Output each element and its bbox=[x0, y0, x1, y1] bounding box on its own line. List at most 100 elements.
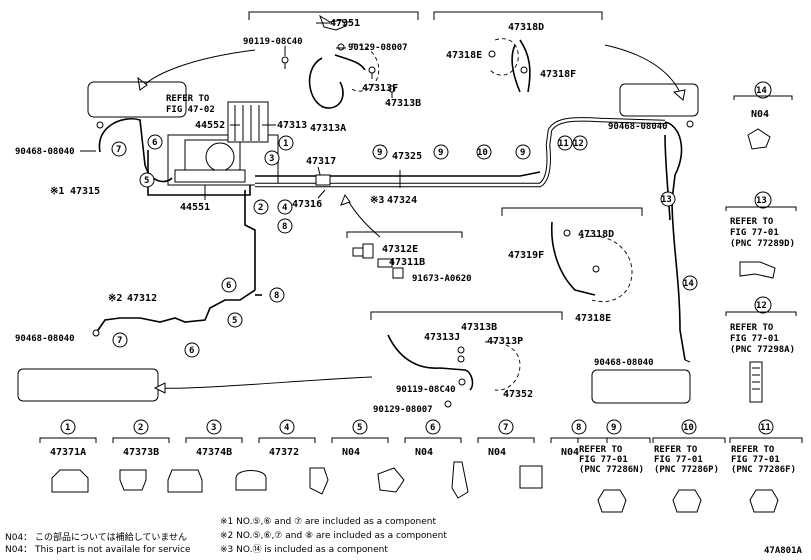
refer-box-top-left bbox=[87, 81, 187, 118]
refer12-line1: REFER TO bbox=[730, 323, 774, 333]
refer-line3: (PNC 77286N) bbox=[579, 465, 644, 475]
svg-text:5: 5 bbox=[144, 176, 149, 186]
label-47315-mark: ※1 bbox=[50, 186, 64, 197]
svg-text:14: 14 bbox=[756, 86, 767, 96]
diagram-code: 47A801A bbox=[764, 546, 803, 556]
label-47312-mark: ※2 bbox=[108, 293, 122, 304]
arrow-bottom-left bbox=[154, 376, 373, 389]
detail-middle-parts bbox=[352, 243, 404, 279]
svg-text:10: 10 bbox=[477, 148, 488, 158]
label-47312: 47312 bbox=[127, 293, 157, 304]
refer13-line2: FIG 77-01 bbox=[730, 228, 779, 238]
part-number: 7 bbox=[503, 423, 508, 433]
label-44552: 44552 bbox=[195, 120, 225, 131]
pipe-47325 bbox=[255, 171, 541, 177]
part-number-circle bbox=[758, 419, 774, 435]
refer-top-line1: REFER TO bbox=[166, 94, 210, 104]
svg-text:13: 13 bbox=[661, 195, 672, 205]
part-number: 5 bbox=[357, 423, 362, 433]
label-90129-08007-top: 90129-08007 bbox=[348, 43, 408, 53]
label-47313b-top: 47313B bbox=[385, 98, 421, 109]
refer-line1: REFER TO bbox=[654, 445, 698, 455]
label-90129-08007-bottom: 90129-08007 bbox=[373, 405, 433, 415]
part-shape bbox=[119, 469, 147, 491]
pipe-47312 bbox=[95, 190, 256, 334]
label-47313f-top: 47313F bbox=[362, 83, 398, 94]
part-number-circle bbox=[498, 419, 514, 435]
footnote-1: ※1 NO.⑤,⑥ and ⑦ are included as a compon… bbox=[220, 517, 436, 527]
refer13-line3: (PNC 77289D) bbox=[730, 239, 795, 249]
pipe-right-vertical bbox=[664, 121, 686, 361]
label-47313j: 47313J bbox=[424, 332, 460, 343]
part-number-circle bbox=[206, 419, 222, 435]
svg-text:2: 2 bbox=[258, 203, 263, 213]
part-shape bbox=[451, 461, 469, 499]
svg-text:12: 12 bbox=[573, 139, 584, 149]
part-number-circle bbox=[571, 419, 587, 435]
arrow-top-left bbox=[139, 49, 256, 91]
refer-line2: FIG 77-01 bbox=[654, 455, 703, 465]
label-47311b: 47311B bbox=[389, 257, 425, 268]
detail-bottom-middle-parts bbox=[387, 334, 521, 408]
svg-text:6: 6 bbox=[152, 138, 157, 148]
part-number: 2 bbox=[138, 423, 143, 433]
detail-top-left-parts bbox=[281, 14, 396, 109]
refer12-line2: FIG 77-01 bbox=[730, 334, 779, 344]
svg-text:7: 7 bbox=[117, 336, 122, 346]
detail-bracket-right bbox=[501, 207, 643, 216]
detail-bracket-middle bbox=[346, 231, 463, 238]
svg-text:1: 1 bbox=[283, 139, 288, 149]
svg-text:6: 6 bbox=[189, 346, 194, 356]
refer-line3: (PNC 77286P) bbox=[654, 465, 719, 475]
part-number-circle bbox=[425, 419, 441, 435]
detail-bracket-bottom-middle bbox=[370, 311, 563, 320]
label-44551: 44551 bbox=[180, 202, 210, 213]
label-47318e-right: 47318E bbox=[575, 313, 611, 324]
footnote-n04-jp: N04： この部品については補給していません bbox=[5, 531, 187, 543]
svg-text:7: 7 bbox=[116, 145, 121, 155]
part-label: 47372 bbox=[269, 447, 299, 458]
part-number-circle bbox=[606, 419, 622, 435]
svg-text:12: 12 bbox=[756, 301, 767, 311]
part-shape bbox=[51, 469, 89, 493]
label-47312e: 47312E bbox=[382, 244, 418, 255]
part-number: 8 bbox=[576, 423, 581, 433]
pipe-loop-lower bbox=[147, 150, 251, 196]
svg-text:8: 8 bbox=[282, 222, 287, 232]
refer-box-top-right bbox=[619, 83, 699, 117]
label-47324-mark: ※3 bbox=[370, 195, 384, 206]
part-label: 47374B bbox=[196, 447, 232, 458]
label-47319f: 47319F bbox=[508, 250, 544, 261]
svg-text:11: 11 bbox=[558, 139, 569, 149]
svg-text:9: 9 bbox=[438, 148, 443, 158]
label-47317: 47317 bbox=[306, 156, 336, 167]
part-label: 47373B bbox=[123, 447, 159, 458]
label-90468-right-top: 90468-08040 bbox=[608, 122, 668, 132]
part-shape bbox=[749, 489, 779, 513]
bottom-part-cell: 2 47373B bbox=[112, 419, 170, 491]
label-47316: 47316 bbox=[292, 199, 322, 210]
label-47318d-top: 47318D bbox=[508, 22, 544, 33]
part-number-circle bbox=[133, 419, 149, 435]
refer-line1: REFER TO bbox=[731, 445, 775, 455]
part-number-circle bbox=[279, 419, 295, 435]
part-shape bbox=[519, 465, 543, 489]
label-91673-a0620: 91673-A0620 bbox=[412, 274, 472, 284]
svg-text:14: 14 bbox=[683, 279, 694, 289]
part-label: N04 bbox=[488, 447, 506, 458]
refer-line2: FIG 77-01 bbox=[579, 455, 628, 465]
part-number: 1 bbox=[65, 423, 70, 433]
part-number-circle bbox=[60, 419, 76, 435]
label-90468-left-top: 90468-08040 bbox=[15, 147, 75, 157]
detail-right-parts bbox=[550, 221, 633, 302]
callout-circles: 7 6 5 1 3 2 4 8 9 9 10 9 11 12 13 14 6 8… bbox=[111, 134, 698, 358]
label-90119-08c40-top: 90119-08C40 bbox=[243, 37, 303, 47]
